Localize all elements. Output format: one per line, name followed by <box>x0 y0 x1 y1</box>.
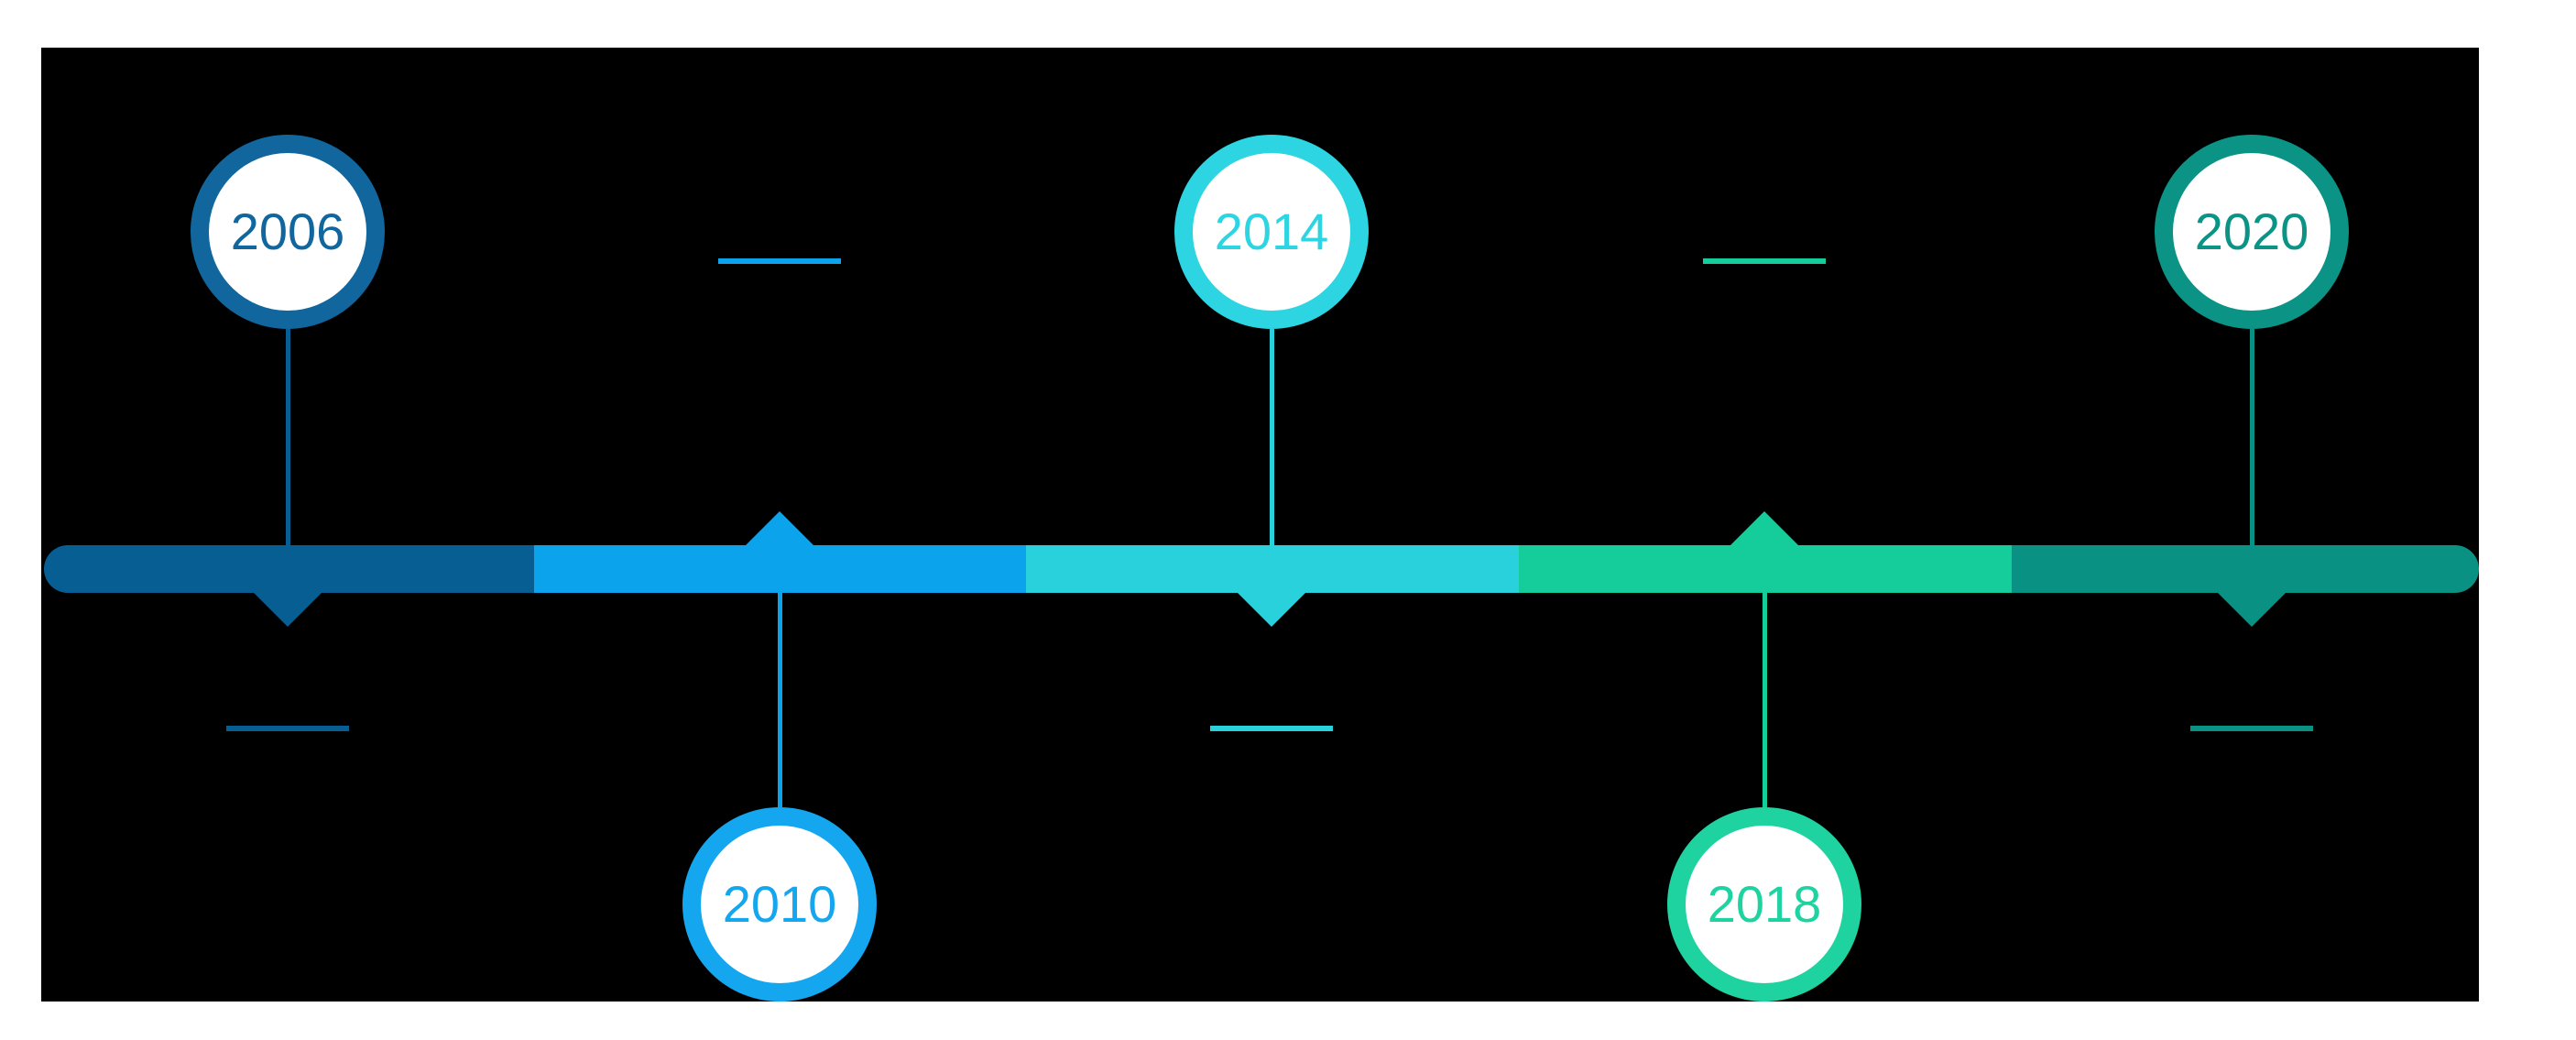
year-label-2018: 2018 <box>1707 875 1822 933</box>
accent-dash-2014 <box>1210 726 1333 731</box>
timeline-segment-2006 <box>44 545 534 593</box>
arrow-up-icon-2010 <box>746 511 813 545</box>
arrow-up-icon-2018 <box>1730 511 1798 545</box>
accent-dash-2018 <box>1703 258 1826 264</box>
arrow-down-icon-2020 <box>2218 593 2286 627</box>
connector-line-2020 <box>2249 329 2254 545</box>
year-marker-2018: 2018 <box>1667 807 1861 1002</box>
connector-line-2014 <box>1269 329 1274 545</box>
timeline-segment-2014 <box>1026 545 1519 593</box>
connector-line-2018 <box>1762 593 1767 807</box>
timeline-segment-2010 <box>534 545 1026 593</box>
accent-dash-2010 <box>718 258 841 264</box>
year-marker-2006: 2006 <box>191 135 385 329</box>
connector-line-2006 <box>285 329 290 545</box>
year-label-2020: 2020 <box>2194 203 2309 260</box>
arrow-down-icon-2014 <box>1238 593 1305 627</box>
timeline-segment-2020 <box>2012 545 2479 593</box>
year-label-2006: 2006 <box>230 203 345 260</box>
diagram-canvas: 2006 2010 2014 2018 2020 <box>41 48 2479 1002</box>
year-label-2014: 2014 <box>1214 203 1329 260</box>
accent-dash-2020 <box>2190 726 2313 731</box>
timeline-bar <box>44 545 2479 593</box>
year-label-2010: 2010 <box>722 875 837 933</box>
year-marker-2014: 2014 <box>1174 135 1369 329</box>
connector-line-2010 <box>777 593 782 807</box>
arrow-down-icon-2006 <box>254 593 322 627</box>
accent-dash-2006 <box>226 726 349 731</box>
timeline-segment-2018 <box>1519 545 2012 593</box>
year-marker-2010: 2010 <box>682 807 877 1002</box>
year-marker-2020: 2020 <box>2155 135 2349 329</box>
